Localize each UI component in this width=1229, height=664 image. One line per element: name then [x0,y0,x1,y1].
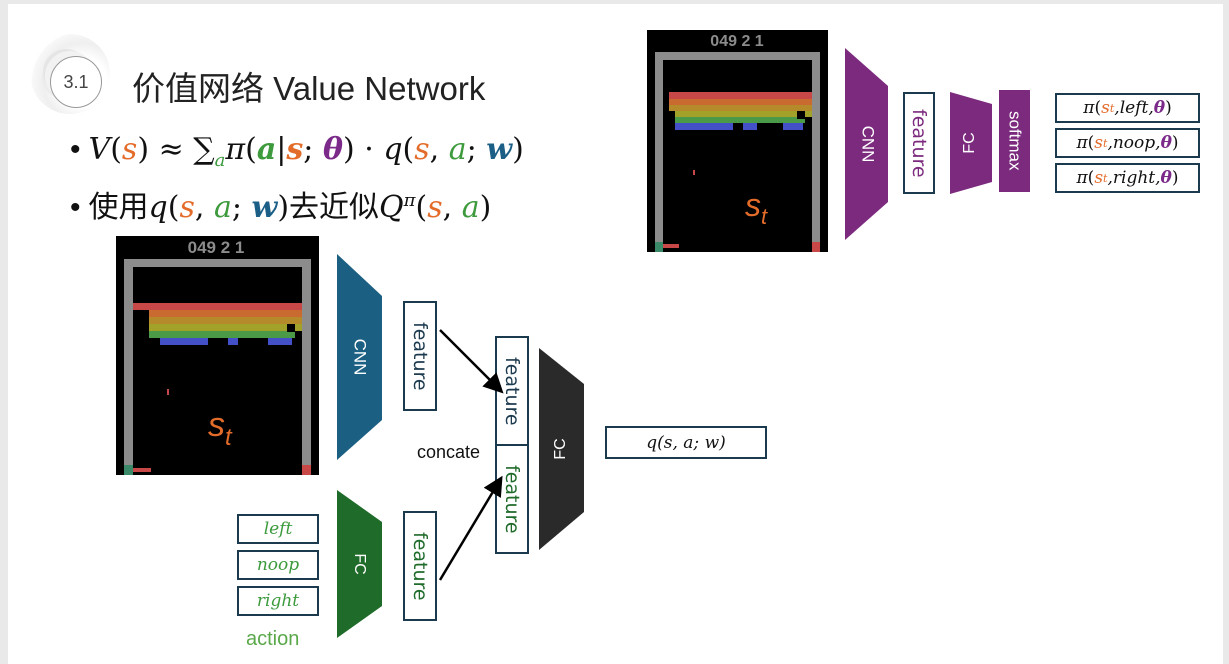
value-output-label: q(s, a; w) [646,432,726,453]
action-right: right [237,586,319,616]
math-w: w [251,190,278,225]
slide-title: 价值网络 Value Network [132,70,486,107]
math-s2: s [427,190,443,225]
concat-feature-top-label: feature [501,356,523,426]
value-state-feature-box: feature [403,301,437,411]
concat-feature-bottom: feature [495,444,529,554]
policy-score: 049 2 1 [710,33,763,50]
text-approximate: 去近似 [289,190,380,225]
section-badge: 3.1 [50,56,102,108]
math-w: w [486,132,513,167]
value-game-graphics: 049 2 1 st [116,236,319,475]
policy-game-graphics: 049 2 1 st [647,30,828,252]
math-dot: · [364,132,374,167]
value-state-label: st [208,406,233,451]
value-output-q: q(s, a; w) [605,426,767,459]
math-s-bold: s [286,132,304,167]
policy-feature-label: feature [908,108,930,178]
policy-game-screen: 049 2 1 st [647,30,828,252]
value-action-feature-label: feature [409,531,431,601]
math-sum: ∑ [193,132,215,167]
math-s: s [179,190,195,225]
math-pi: π [225,132,246,167]
policy-cnn-block: CNN [845,48,888,240]
arrow-action-feature [438,475,503,581]
bullet-value-definition: •V(s) ≈ ∑aπ(a|s; θ) · q(s, a; w) [70,132,524,171]
action-caption: action [246,628,300,650]
value-game-screen: 049 2 1 st [116,236,319,475]
policy-softmax-label: softmax [1005,111,1025,171]
math-a: a [213,190,232,225]
math-a2: a [448,132,467,167]
action-noop: noop [237,550,319,580]
math-s2: s [414,132,430,167]
math-q: q [383,132,403,167]
math-approx: ≈ [158,132,184,167]
math-s: s [121,132,138,167]
policy-cnn-label: CNN [859,126,878,163]
math-Q: Q [379,190,404,225]
bullet-approximation: •使用q(s, a; w)去近似Qπ(s, a) [70,190,492,225]
math-a2: a [461,190,480,225]
slide: 3.1 价值网络 Value Network •V(s) ≈ ∑aπ(a|s; … [8,4,1223,664]
value-cnn-block: CNN [337,254,382,460]
concat-feature-top: feature [495,336,529,446]
value-action-fc-block: FC [337,490,382,638]
math-Q-sup: π [403,190,416,211]
value-state-feature-label: feature [409,321,431,391]
concat-feature-bottom-label: feature [501,464,523,534]
value-fc-label: FC [552,438,569,459]
value-action-feature-box: feature [403,511,437,621]
math-q: q [148,190,168,225]
math-V: V [88,132,111,167]
policy-state-label: st [745,187,768,229]
value-action-fc-label: FC [351,553,368,574]
arrow-state-feature [439,329,504,394]
value-fc-block: FC [539,348,584,550]
math-theta: θ [322,132,343,167]
policy-feature-box: feature [903,92,935,194]
policy-fc-block: FC [950,92,992,194]
math-sum-sub: a [214,150,226,171]
value-cnn-label: CNN [351,339,370,376]
text-use: 使用 [88,190,149,225]
policy-fc-label: FC [961,132,978,153]
concat-label: concate [417,442,481,462]
math-a: a [256,132,277,167]
section-number: 3.1 [63,71,89,92]
action-left: left [237,514,319,544]
policy-softmax-block: softmax [999,90,1030,192]
value-score: 049 2 1 [188,238,245,257]
value-arrows [438,329,504,581]
